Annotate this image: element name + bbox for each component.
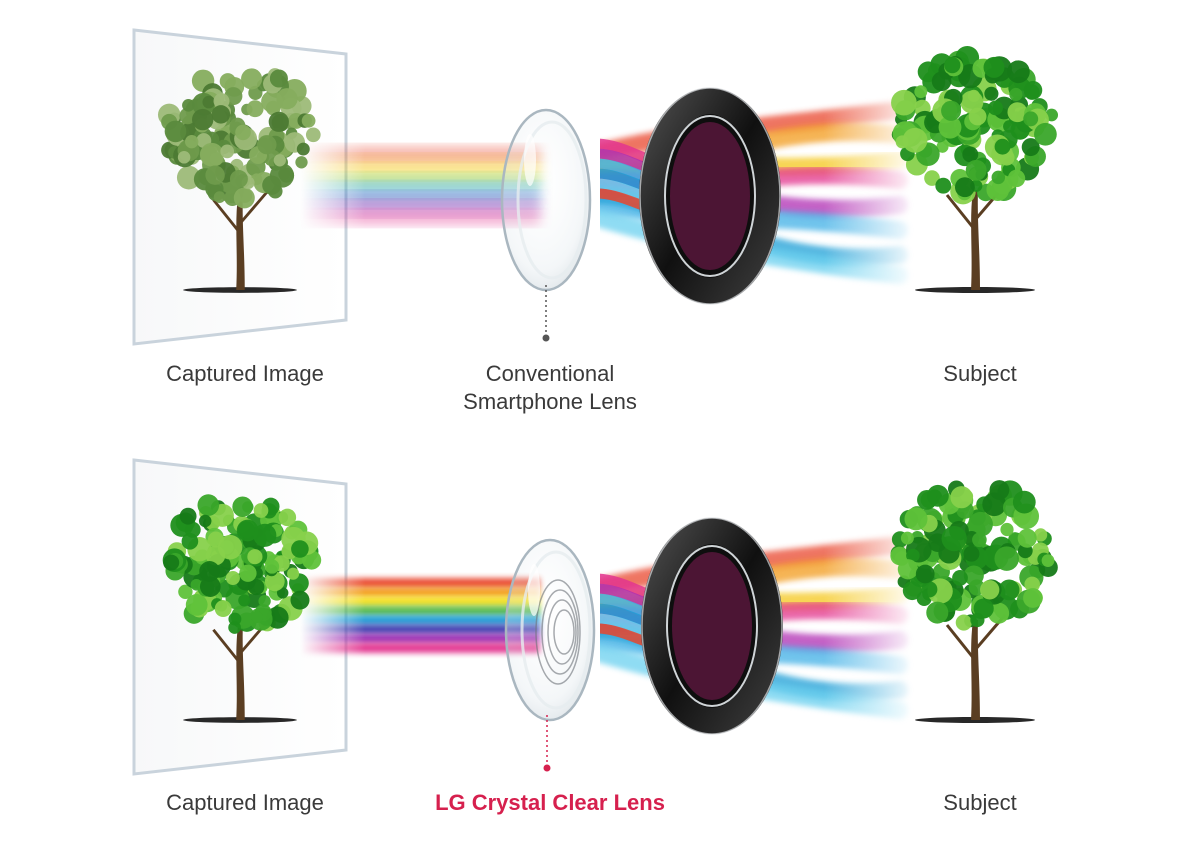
captured-tree-muted	[157, 68, 321, 293]
lg-lens-label: LG Crystal Clear Lens	[435, 790, 665, 815]
spectrum-beam-vivid	[300, 578, 540, 654]
spectrum-beam-muted	[300, 148, 540, 224]
camera-lens-ring-top	[639, 87, 781, 305]
subject-tree-top	[891, 45, 1059, 293]
lg-lens-pointer	[543, 715, 551, 772]
lg-crystal-clear-lens	[504, 538, 596, 722]
captured-image-label-bottom: Captured Image	[166, 790, 324, 815]
conventional-lens-pointer	[542, 285, 550, 342]
conventional-lens-row	[132, 28, 1059, 346]
subject-label-top: Subject	[943, 361, 1017, 386]
conventional-lens-label-line2: Smartphone Lens	[463, 389, 637, 414]
dot-icon	[543, 764, 551, 772]
subject-label-bottom: Subject	[943, 790, 1017, 815]
conventional-lens-label-line1: Conventional	[485, 361, 615, 386]
conventional-lens	[500, 108, 592, 292]
camera-lens-ring-bottom	[641, 517, 783, 735]
subject-tree-bottom	[890, 480, 1058, 723]
conventional-lens-label: Conventional Smartphone Lens	[420, 360, 680, 416]
dot-icon	[542, 334, 550, 342]
captured-image-label-top: Captured Image	[166, 361, 324, 386]
captured-tree-vivid	[162, 494, 322, 723]
lg-lens-row	[132, 458, 1058, 776]
